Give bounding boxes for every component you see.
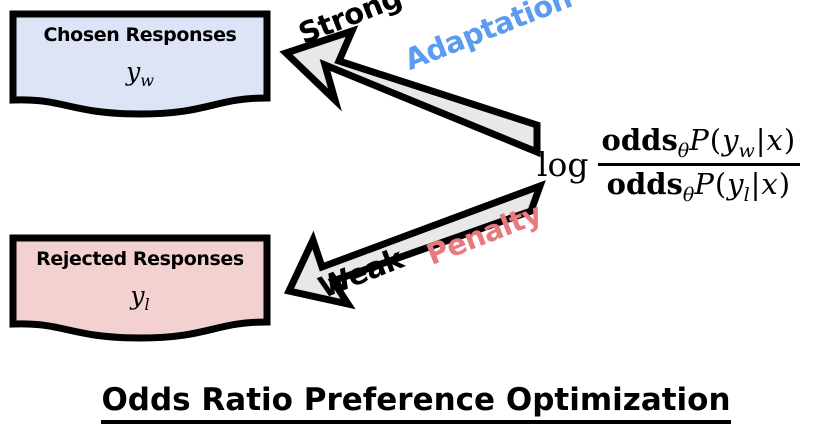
numerator-variable-subscript: w <box>738 139 755 162</box>
page-title: Odds Ratio Preference Optimization <box>0 382 832 424</box>
rejected-responses-box: Rejected Responses yl <box>9 234 271 342</box>
denominator-probability: P <box>694 166 714 201</box>
denominator-condition-bar: | <box>750 166 761 201</box>
numerator-condition: x <box>766 123 783 157</box>
denominator-variable-subscript: l <box>743 183 750 206</box>
numerator-open-paren: ( <box>709 123 722 157</box>
numerator-close-paren: ) <box>783 123 796 157</box>
denominator-odds: odds <box>606 166 683 201</box>
rejected-box-shape <box>9 234 271 342</box>
weak-label: Weak <box>313 241 408 305</box>
odds-ratio-formula: log oddsθP(yw|x) oddsθP(yl|x) <box>537 122 801 207</box>
numerator-probability: P <box>689 123 709 157</box>
numerator-theta-subscript: θ <box>677 139 690 162</box>
denominator-condition: x <box>761 166 778 201</box>
formula-numerator: oddsθP(yw|x) <box>598 122 801 163</box>
denominator-close-paren: ) <box>778 166 791 201</box>
chosen-box-shape <box>9 10 271 118</box>
log-operator: log <box>537 144 589 184</box>
adaptation-label: Adaptation <box>399 0 577 77</box>
numerator-condition-bar: | <box>755 123 766 157</box>
page-title-text: Odds Ratio Preference Optimization <box>101 382 731 424</box>
numerator-odds: odds <box>601 123 678 157</box>
strong-label: Strong <box>293 0 407 51</box>
weak-penalty-arrow <box>283 180 546 310</box>
numerator-variable: y <box>722 123 739 157</box>
denominator-variable: y <box>727 166 744 201</box>
fraction-bar <box>597 162 801 166</box>
strong-adaptation-arrow <box>279 25 541 158</box>
formula-fraction: oddsθP(yw|x) oddsθP(yl|x) <box>597 122 801 207</box>
chosen-responses-box: Chosen Responses yw <box>9 10 271 118</box>
denominator-theta-subscript: θ <box>682 183 695 206</box>
penalty-label: Penalty <box>421 196 547 272</box>
formula-denominator: oddsθP(yl|x) <box>603 166 795 207</box>
denominator-open-paren: ( <box>714 166 727 201</box>
